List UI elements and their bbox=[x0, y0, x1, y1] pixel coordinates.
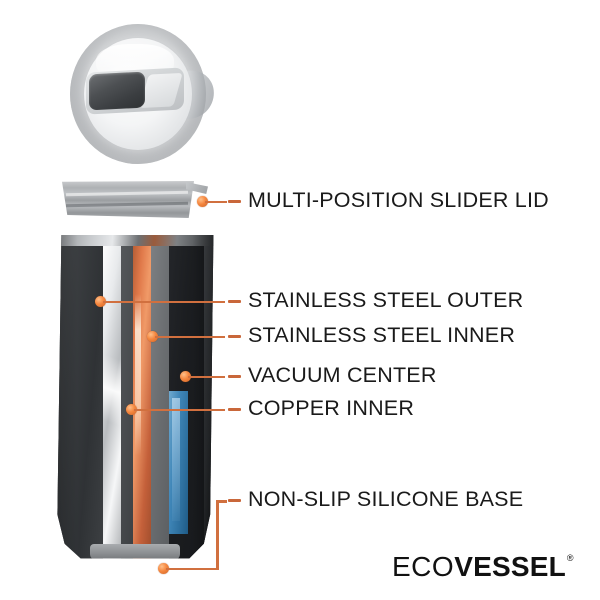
callout-dot-copper bbox=[126, 404, 137, 415]
brand-logo: ECO VESSEL ® bbox=[392, 553, 574, 581]
brand-logo-vessel: VESSEL bbox=[454, 551, 566, 582]
callout-label-copper: COPPER INNER bbox=[248, 396, 415, 420]
layer-inner-wall-dark bbox=[120, 235, 135, 559]
callout-label-steel-inner: STAINLESS STEEL INNER bbox=[248, 323, 516, 347]
callout-leader-steel-outer bbox=[103, 300, 225, 303]
callout-leader-silicone-base-vertical bbox=[216, 500, 219, 570]
callout-dot-steel-inner bbox=[147, 331, 158, 342]
tumbler-body-shell bbox=[57, 235, 214, 559]
lid-top-view-illustration bbox=[62, 18, 222, 173]
lid-side-view-illustration bbox=[62, 181, 210, 221]
callout-dash-steel-outer bbox=[228, 300, 241, 303]
callout-dot-slider-lid bbox=[197, 196, 208, 207]
callout-leader-steel-inner bbox=[155, 335, 225, 338]
brand-logo-eco: ECO bbox=[392, 551, 455, 582]
callout-dash-copper bbox=[228, 408, 241, 411]
callout-dot-silicone-base bbox=[158, 563, 169, 574]
layer-copper-highlight bbox=[135, 293, 142, 456]
layer-outer-right-edge bbox=[203, 235, 214, 559]
callout-dash-slider-lid bbox=[228, 200, 241, 203]
callout-leader-vacuum bbox=[188, 375, 225, 378]
callout-dot-steel-outer bbox=[95, 296, 106, 307]
tumbler-body-illustration bbox=[55, 235, 215, 560]
lid-slider-button bbox=[89, 71, 145, 111]
layer-stainless-steel-outer bbox=[57, 235, 110, 559]
callout-dash-silicone-base bbox=[228, 499, 241, 502]
layer-inner-liquid-sheen bbox=[171, 397, 180, 521]
layer-steel-sheen bbox=[103, 235, 126, 559]
callout-dash-vacuum bbox=[228, 375, 241, 378]
callout-leader-silicone-base-horizontal bbox=[166, 567, 218, 570]
layer-vacuum-center bbox=[151, 235, 172, 559]
lid-side-body bbox=[62, 181, 194, 218]
callout-leader-silicone-base-top bbox=[216, 500, 227, 503]
callout-leader-copper bbox=[134, 408, 225, 411]
callout-dot-vacuum bbox=[180, 371, 191, 382]
tumbler-silicone-base bbox=[90, 544, 180, 559]
brand-logo-trademark: ® bbox=[566, 553, 574, 563]
callout-label-silicone-base: NON-SLIP SILICONE BASE bbox=[248, 487, 524, 511]
callout-label-steel-outer: STAINLESS STEEL OUTER bbox=[248, 288, 524, 312]
callout-leader-slider-lid bbox=[205, 200, 227, 203]
tumbler-top-rim bbox=[57, 235, 214, 246]
callout-dash-steel-inner bbox=[228, 335, 241, 338]
tumbler-body-shadow bbox=[57, 235, 214, 559]
callout-label-slider-lid: MULTI-POSITION SLIDER LID bbox=[248, 188, 549, 212]
callout-label-vacuum: VACUUM CENTER bbox=[248, 363, 437, 387]
